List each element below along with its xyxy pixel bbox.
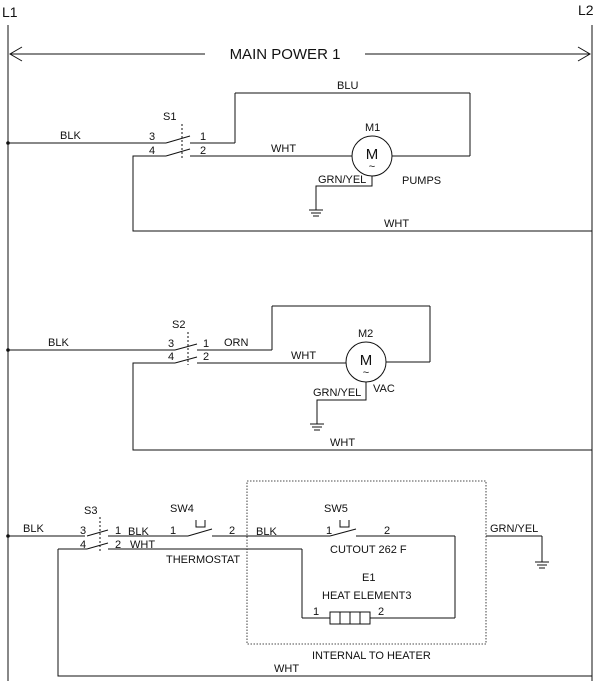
svg-text:4: 4: [80, 539, 86, 551]
ground-symbol-1: [309, 209, 323, 217]
svg-text:3: 3: [168, 338, 174, 350]
c2-wire-blk-label: BLK: [48, 337, 69, 349]
c2-wire-wht-return-label: WHT: [330, 437, 355, 449]
c2-wire-orn-label: ORN: [224, 337, 249, 349]
m2-label: M2: [358, 328, 373, 340]
svg-text:3: 3: [80, 525, 86, 537]
c1-wire-wht-return-label: WHT: [384, 218, 409, 230]
c1-ground-label: GRN/YEL: [318, 174, 366, 186]
circuit-vac: BLK S2 3 4 1 2 ORN WHT M ~ M2 VAC GRN/YE…: [6, 305, 592, 451]
svg-text:1: 1: [170, 525, 176, 537]
svg-text:~: ~: [363, 367, 369, 379]
e1-desc: HEAT ELEMENT3: [322, 590, 411, 602]
svg-text:1: 1: [326, 525, 332, 537]
heater-internal-box: [246, 480, 487, 645]
svg-text:1: 1: [200, 131, 206, 143]
motor-m1: M ~ M1 PUMPS: [351, 122, 441, 187]
c2-wire-wht-label: WHT: [291, 350, 316, 362]
circuit-pumps: BLK S1 3 4 1 2 BLU WHT M ~ M1 PUMPS GRN: [6, 80, 592, 232]
c3-wire-blk-s3-label: BLK: [128, 526, 149, 538]
thermostat-label: THERMOSTAT: [166, 554, 240, 566]
cutout-sw5: SW5 1 2 CUTOUT 262 F: [324, 503, 455, 556]
heater-box-label: INTERNAL TO HEATER: [312, 650, 431, 662]
svg-text:2: 2: [200, 145, 206, 157]
motor-m2: M ~ M2 VAC: [345, 328, 395, 395]
ground-symbol-3: [535, 561, 549, 569]
switch-s1: S1 3 4 1 2: [149, 111, 235, 158]
svg-text:2: 2: [115, 539, 121, 551]
s3-label: S3: [84, 505, 97, 517]
c3-wire-blk-label: BLK: [23, 523, 44, 535]
thermostat-sw4: SW4 1 2 THERMOSTAT: [166, 503, 330, 566]
c3-wire-wht-s3-label: WHT: [130, 539, 155, 551]
svg-text:2: 2: [229, 525, 235, 537]
sw5-label: SW5: [324, 503, 348, 515]
heat-element-e1: E1 HEAT ELEMENT3 1 2: [313, 572, 411, 625]
c3-wire-blk-sw4-label: BLK: [256, 526, 277, 538]
s2-label: S2: [172, 319, 185, 331]
circuit-heater: BLK S3 3 4 1 2 BLK SW4 1 2 THERMOSTAT BL…: [6, 480, 592, 677]
c1-wire-blk-label: BLK: [60, 130, 81, 142]
rail-l1-label: L1: [2, 4, 18, 20]
svg-text:4: 4: [149, 145, 155, 157]
m1-label: M1: [365, 122, 380, 134]
m1-desc: PUMPS: [402, 175, 441, 187]
svg-text:1: 1: [203, 338, 209, 350]
s1-label: S1: [163, 111, 176, 123]
ground-symbol-2: [310, 423, 324, 431]
c3-wire-wht-return-label: WHT: [274, 663, 299, 675]
main-power-arrow: MAIN POWER 1: [9, 46, 591, 63]
rail-l2-label: L2: [578, 2, 594, 18]
switch-s3: S3 3 4 1 2: [80, 505, 121, 552]
svg-text:3: 3: [149, 131, 155, 143]
sw4-label: SW4: [170, 503, 194, 515]
e1-label: E1: [362, 572, 375, 584]
cutout-label: CUTOUT 262 F: [330, 544, 407, 556]
c1-wire-wht-label: WHT: [271, 143, 296, 155]
main-power-label: MAIN POWER 1: [230, 46, 341, 63]
svg-text:2: 2: [384, 525, 390, 537]
svg-text:M: M: [366, 146, 379, 163]
svg-text:4: 4: [168, 351, 174, 363]
svg-text:1: 1: [313, 606, 319, 618]
c3-ground-label: GRN/YEL: [490, 523, 538, 535]
svg-text:~: ~: [369, 161, 375, 173]
svg-text:M: M: [360, 352, 373, 369]
svg-text:2: 2: [378, 606, 384, 618]
m2-desc: VAC: [373, 383, 395, 395]
svg-text:1: 1: [115, 525, 121, 537]
switch-s2: S2 3 4 1 2: [168, 319, 272, 365]
c2-ground-label: GRN/YEL: [313, 387, 361, 399]
svg-text:2: 2: [203, 351, 209, 363]
c1-wire-blu-label: BLU: [337, 80, 358, 92]
